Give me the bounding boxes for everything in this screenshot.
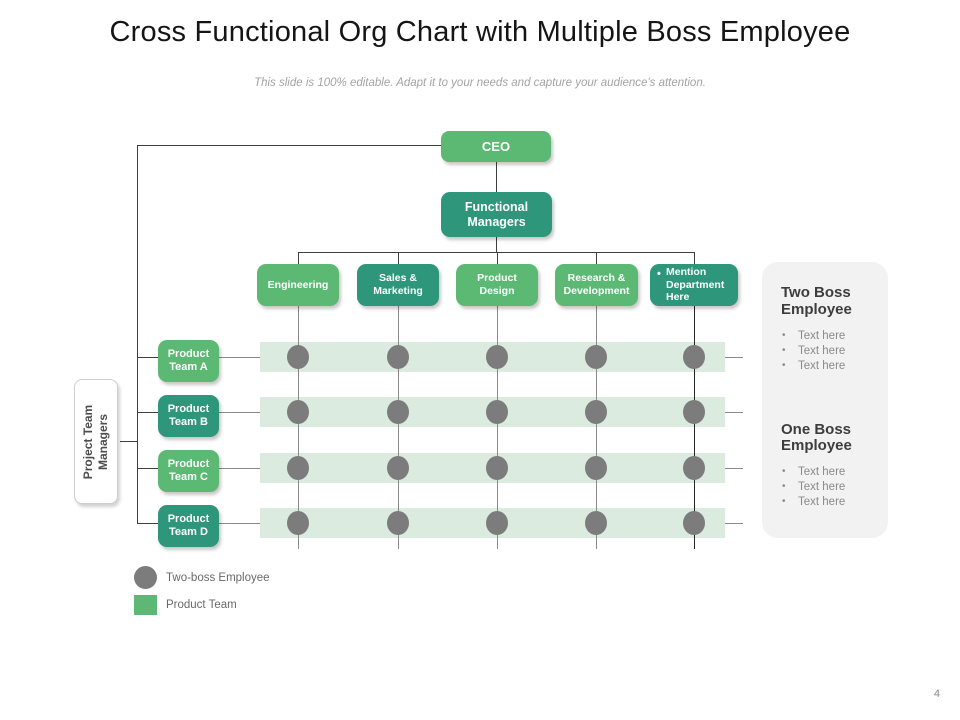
functional-managers-box: Functional Managers (441, 192, 552, 237)
product-team-c-box: Product Team C (158, 450, 219, 492)
connector-dept-stub-4 (596, 252, 597, 264)
connector-team-b-band (219, 412, 260, 413)
two-boss-employee-dot (387, 400, 409, 424)
connector-ptm (120, 441, 138, 442)
dept-label: Sales & Marketing (373, 272, 423, 297)
two-boss-employee-dot (387, 456, 409, 480)
column-line-mention-department (694, 306, 695, 549)
panel-section-one-boss: One Boss Employee Text here Text here Te… (781, 420, 878, 508)
two-boss-employee-dot (585, 511, 607, 535)
connector-dept-horizontal (298, 252, 694, 253)
dept-box-product-design: Product Design (456, 264, 538, 306)
column-line-engineering (298, 306, 299, 549)
legend-item-product-team: Product Team (134, 595, 270, 615)
panel-bullet-list: Text here Text here Text here (781, 330, 878, 372)
legend-label: Product Team (166, 599, 237, 611)
panel-bullet: Text here (781, 496, 878, 508)
legend: Two-boss Employee Product Team (134, 566, 270, 621)
connector-team-a-band (219, 357, 260, 358)
connector-branch-team-c (137, 468, 159, 469)
two-boss-employee-swatch-icon (134, 566, 157, 589)
dept-label: Product Design (477, 272, 517, 297)
connector-branch-team-a (137, 357, 159, 358)
dept-box-sales-marketing: Sales & Marketing (357, 264, 439, 306)
connector-dept-stub-2 (398, 252, 399, 264)
team-label: Product Team C (167, 457, 210, 483)
connector-ceo-fm (496, 162, 497, 192)
connector-dept-stub-1 (298, 252, 299, 264)
column-line-product-design (497, 306, 498, 549)
connector-branch-team-d (137, 523, 159, 524)
connector-ceo-left (137, 145, 441, 146)
panel-bullet: Text here (781, 466, 878, 478)
two-boss-employee-dot (683, 511, 705, 535)
panel-heading: Two Boss Employee (781, 284, 852, 318)
dept-box-engineering: Engineering (257, 264, 339, 306)
two-boss-employee-dot (486, 400, 508, 424)
panel-section-two-boss: Two Boss Employee Text here Text here Te… (781, 284, 878, 372)
page-number: 4 (933, 688, 940, 700)
functional-managers-label: Functional Managers (464, 199, 529, 229)
two-boss-employee-dot (287, 456, 309, 480)
connector-dept-stub-3 (497, 252, 498, 264)
column-line-sales-marketing (398, 306, 399, 549)
stub-right-row-a (725, 357, 743, 358)
side-panel: Two Boss Employee Text here Text here Te… (762, 262, 888, 538)
legend-item-two-boss-employee: Two-boss Employee (134, 566, 270, 589)
product-team-swatch-icon (134, 595, 157, 615)
ceo-box: CEO (441, 131, 551, 162)
connector-fm-stub (496, 237, 497, 252)
ceo-label: CEO (481, 138, 511, 154)
two-boss-employee-dot (486, 511, 508, 535)
stub-right-row-c (725, 468, 743, 469)
two-boss-employee-dot (683, 456, 705, 480)
two-boss-employee-dot (486, 345, 508, 369)
two-boss-employee-dot (683, 345, 705, 369)
two-boss-employee-dot (287, 511, 309, 535)
two-boss-employee-dot (387, 345, 409, 369)
two-boss-employee-dot (387, 511, 409, 535)
project-team-managers-box: Project Team Managers (74, 379, 118, 504)
connector-team-c-band (219, 468, 260, 469)
project-team-managers-label: Project Team Managers (81, 404, 110, 479)
panel-bullet: Text here (781, 360, 878, 372)
connector-dept-stub-5 (694, 252, 695, 264)
two-boss-employee-dot (287, 400, 309, 424)
stub-right-row-b (725, 412, 743, 413)
dept-label: Mention Department Here (666, 266, 725, 304)
team-label: Product Team B (167, 402, 210, 428)
team-label: Product Team D (167, 512, 210, 538)
dept-box-mention-department: Mention Department Here (650, 264, 738, 306)
dept-label: Engineering (267, 278, 329, 291)
two-boss-employee-dot (585, 400, 607, 424)
panel-bullet: Text here (781, 481, 878, 493)
dept-label: Research & Development (563, 272, 630, 297)
page-title: Cross Functional Org Chart with Multiple… (109, 16, 851, 48)
column-line-research-development (596, 306, 597, 549)
slide-subtitle: This slide is 100% editable. Adapt it to… (254, 77, 706, 89)
product-team-a-box: Product Team A (158, 340, 219, 382)
panel-bullet: Text here (781, 330, 878, 342)
two-boss-employee-dot (683, 400, 705, 424)
connector-branch-team-b (137, 412, 159, 413)
panel-bullet: Text here (781, 345, 878, 357)
legend-label: Two-boss Employee (166, 571, 270, 584)
connector-team-d-band (219, 523, 260, 524)
two-boss-employee-dot (287, 345, 309, 369)
connector-left-vertical (137, 145, 138, 523)
panel-bullet-list: Text here Text here Text here (781, 466, 878, 508)
two-boss-employee-dot (585, 456, 607, 480)
dept-box-research-development: Research & Development (555, 264, 638, 306)
two-boss-employee-dot (486, 456, 508, 480)
product-team-b-box: Product Team B (158, 395, 219, 437)
product-team-d-box: Product Team D (158, 505, 219, 547)
two-boss-employee-dot (585, 345, 607, 369)
panel-heading: One Boss Employee (781, 420, 852, 455)
team-label: Product Team A (167, 347, 210, 373)
stub-right-row-d (725, 523, 743, 524)
